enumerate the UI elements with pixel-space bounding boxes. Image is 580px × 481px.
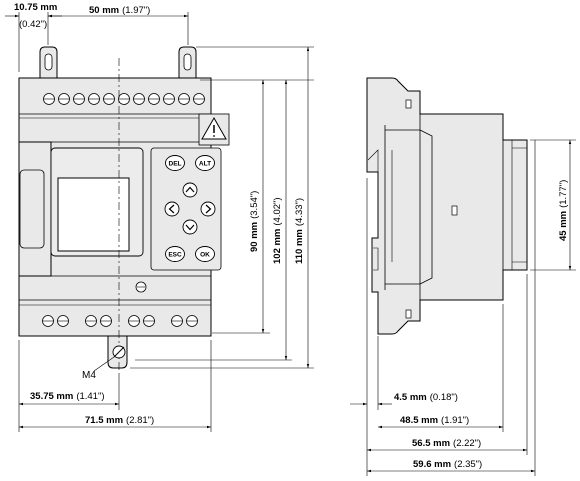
svg-text:ALT: ALT <box>199 161 211 168</box>
dimension-labels: 10.75 mm (0.42") 50 mm(1.97") 90 mm(3.54… <box>14 2 569 470</box>
dimension-lines <box>5 12 576 476</box>
bottom-terminal-row <box>42 315 198 327</box>
card-slot-cover <box>19 169 45 249</box>
top-terminal-row <box>43 93 205 105</box>
svg-text:OK: OK <box>200 252 210 259</box>
dim-56-5mm: 56.5 mm(2.22") <box>412 438 481 449</box>
top-mounting-tab-right <box>178 46 197 80</box>
side-view <box>366 77 528 335</box>
arrow-right-icon[interactable] <box>200 201 216 217</box>
dim-50mm: 50 mm(1.97") <box>89 5 150 16</box>
dim-4-5mm: 4.5 mm(0.18") <box>394 392 458 403</box>
lcd-display <box>50 147 144 257</box>
dim-59-6mm: 59.6 mm(2.35") <box>413 459 482 470</box>
top-mounting-tab-left <box>39 46 58 80</box>
dim-35-75mm: 35.75 mm(1.41") <box>30 391 105 402</box>
alt-button[interactable]: ALT <box>195 155 215 171</box>
esc-button[interactable]: ESC <box>165 246 185 262</box>
dim-110mm: 110 mm(4.33") <box>294 198 305 264</box>
arrow-down-icon[interactable] <box>182 219 198 235</box>
dim-71-5mm: 71.5 mm(2.81") <box>85 415 154 426</box>
ok-button[interactable]: OK <box>195 246 215 262</box>
dim-48-5mm: 48.5 mm(1.91") <box>400 415 469 426</box>
warning-icon <box>198 113 230 146</box>
svg-text:ESC: ESC <box>168 252 182 259</box>
dim-102mm: 102 mm(4.02") <box>272 197 283 264</box>
dim-45mm: 45 mm(1.77") <box>558 180 569 241</box>
svg-text:DEL: DEL <box>169 161 182 168</box>
dim-90mm: 90 mm(3.54") <box>249 191 260 252</box>
dim-10-75mm: 10.75 mm <box>14 2 57 13</box>
m4-callout: M4 <box>82 370 96 381</box>
dim-10-75mm-inch: (0.42") <box>19 19 47 30</box>
del-button[interactable]: DEL <box>165 155 185 171</box>
arrow-left-icon[interactable] <box>164 201 180 217</box>
center-screw <box>135 281 147 293</box>
m4-screw <box>112 345 126 359</box>
keypad: DEL ALT ES <box>150 147 222 271</box>
front-view: DEL ALT ES <box>18 46 230 381</box>
arrow-up-icon[interactable] <box>182 182 198 198</box>
